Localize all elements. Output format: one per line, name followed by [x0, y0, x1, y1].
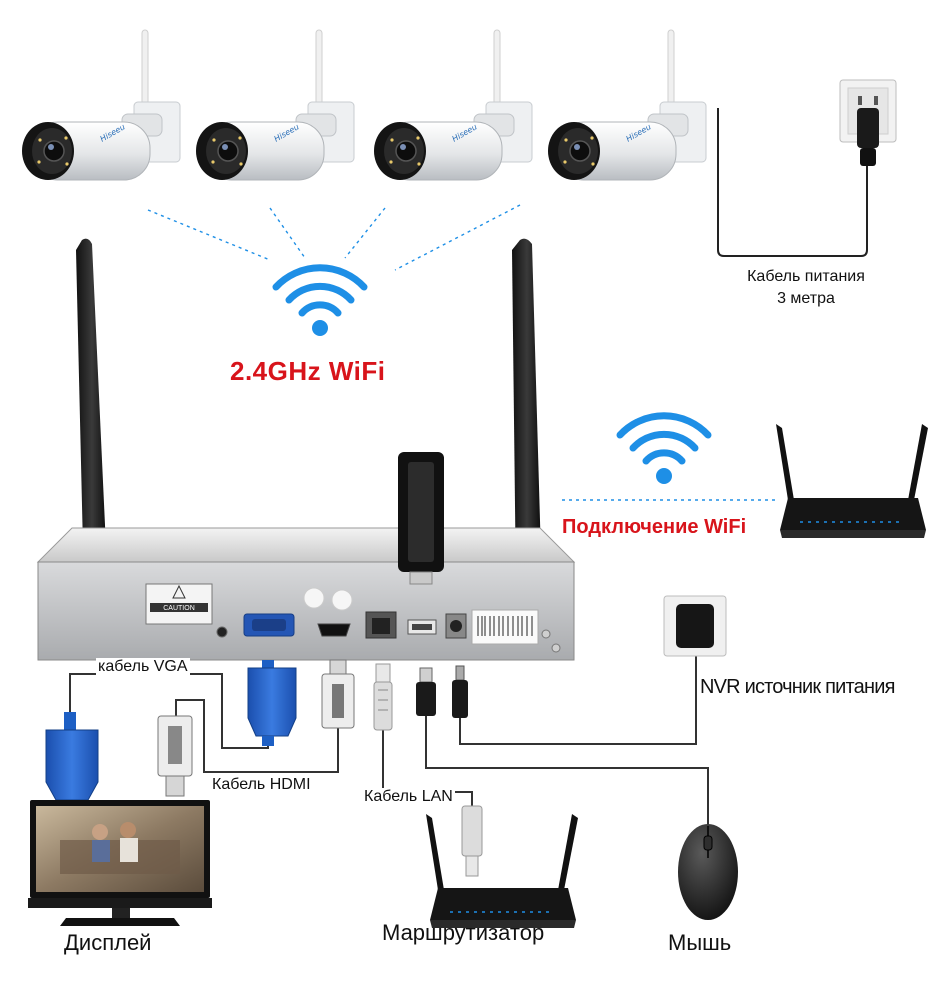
camera-1-icon — [21, 29, 181, 181]
usb-connector-icon — [416, 667, 436, 716]
hdmi-cable-line — [175, 699, 339, 773]
rj45-connector-icon — [373, 663, 393, 731]
wifi-connection-icon — [620, 416, 708, 484]
usb-mouse-cable-line — [425, 716, 709, 826]
computer-mouse-icon — [678, 824, 738, 920]
power-adapter-icon — [663, 595, 727, 657]
wifi-links — [147, 204, 775, 501]
power-cable-3m — [717, 108, 868, 257]
display-label: Дисплей — [64, 930, 152, 955]
wifi-signal-icon — [276, 268, 364, 336]
router-label: Маршрутизатор — [382, 920, 545, 945]
camera-4-icon — [547, 29, 707, 181]
hdmi-cable-label: Кабель HDMI — [210, 776, 313, 794]
nvr-power-label: NVR источник питания — [700, 676, 895, 698]
hdmi-connector-icon — [321, 659, 355, 729]
dc-power-cable-line — [459, 650, 697, 745]
mouse-label: Мышь — [668, 930, 732, 955]
wall-outlet-icon — [839, 79, 897, 166]
camera-2-icon — [195, 29, 355, 181]
wifi-connection-label: Подключение WiFi — [562, 516, 747, 538]
lan-router-plug-icon — [461, 805, 483, 877]
caution-text: CAUTION — [163, 605, 195, 612]
wifi-router-icon — [775, 423, 929, 539]
lan-router-icon — [425, 813, 579, 929]
monitor-icon — [28, 712, 212, 926]
vga-cable-line — [69, 673, 269, 749]
wifi-band-label: 2.4GHz WiFi — [230, 356, 386, 386]
power-cable-label-line2: 3 метра — [777, 290, 835, 307]
power-cable-label-line1: Кабель питания — [747, 268, 865, 285]
camera-3-icon — [373, 29, 533, 181]
vga-cable-label: кабель VGA — [96, 658, 190, 676]
power-cable-label: Кабель питания 3 метра — [726, 266, 886, 310]
dc-plug-icon — [452, 665, 468, 718]
vga-connector-icon — [247, 660, 297, 746]
cables — [69, 650, 709, 826]
nvr-recorder-icon: CAUTION — [36, 452, 576, 661]
lan-cable-label: Кабель LAN — [362, 788, 455, 806]
